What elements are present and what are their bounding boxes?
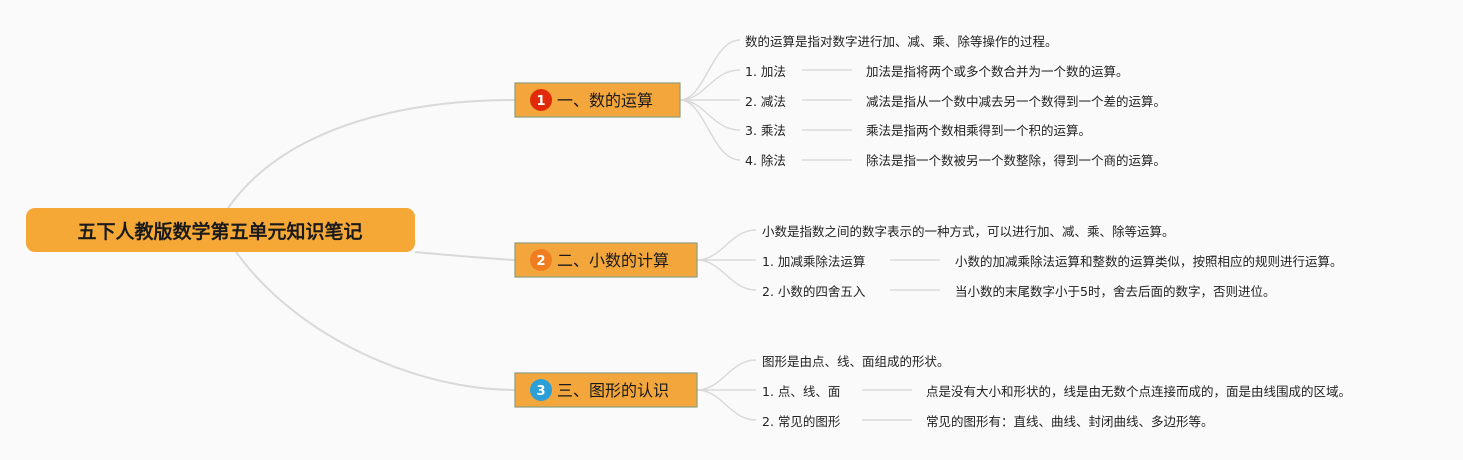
branch-summary-2: 小数是指数之间的数字表示的一种方式，可以进行加、减、乘、除等运算。 <box>762 224 1175 239</box>
item-term-1-2: 2. 减法 <box>745 94 786 109</box>
connector-line <box>696 389 757 421</box>
connector-line <box>696 229 757 261</box>
badge-number-1: 1 <box>536 94 545 109</box>
item-term-1-3: 3. 乘法 <box>745 123 786 138</box>
branch-node-1[interactable]: 1 一、数的运算 <box>514 82 681 118</box>
item-detail-3-2: 常见的图形有：直线、曲线、封闭曲线、多边形等。 <box>926 414 1214 429</box>
branch-node-2[interactable]: 2 二、小数的计算 <box>514 242 698 278</box>
branch-summary-3: 图形是由点、线、面组成的形状。 <box>762 354 950 369</box>
branch-label-1: 一、数的运算 <box>557 91 653 110</box>
item-term-3-1: 1. 点、线、面 <box>762 384 840 399</box>
connector-line <box>679 39 741 101</box>
number-badge-3 <box>530 379 552 401</box>
item-term-2-2: 2. 小数的四舍五入 <box>762 284 866 299</box>
branch-label-3: 三、图形的认识 <box>557 381 669 400</box>
branch-label-2: 二、小数的计算 <box>557 251 669 270</box>
item-detail-1-3: 乘法是指两个数相乘得到一个积的运算。 <box>866 123 1091 138</box>
item-term-3-2: 2. 常见的图形 <box>762 414 841 429</box>
connector-line <box>227 99 516 209</box>
item-term-1-1: 1. 加法 <box>745 64 786 79</box>
item-term-2-1: 1. 加减乘除法运算 <box>762 254 865 269</box>
branch-summary-1: 数的运算是指对数字进行加、减、乘、除等操作的过程。 <box>745 34 1058 49</box>
branch-node-3[interactable]: 3 三、图形的认识 <box>514 372 698 408</box>
number-badge-1 <box>530 89 552 111</box>
item-detail-1-1: 加法是指将两个或多个数合并为一个数的运算。 <box>866 64 1129 79</box>
connector-line <box>235 251 516 391</box>
connector-lines <box>227 39 940 421</box>
item-detail-1-2: 减法是指从一个数中减去另一个数得到一个差的运算。 <box>866 94 1166 109</box>
connector-line <box>696 359 757 391</box>
item-detail-2-1: 小数的加减乘除法运算和整数的运算类似，按照相应的规则进行运算。 <box>955 254 1343 269</box>
connector-line <box>679 99 741 131</box>
item-term-1-4: 4. 除法 <box>745 153 786 168</box>
item-detail-2-2: 当小数的末尾数字小于5时，舍去后面的数字，否则进位。 <box>955 284 1275 299</box>
badge-number-3: 3 <box>536 384 545 399</box>
item-detail-3-1: 点是没有大小和形状的，线是由无数个点连接而成的，面是由线围成的区域。 <box>926 384 1351 399</box>
root-node[interactable]: 五下人教版数学第五单元知识笔记 <box>26 208 415 252</box>
connector-line <box>414 251 516 261</box>
connector-line <box>696 259 757 291</box>
badge-number-2: 2 <box>536 254 545 269</box>
root-title: 五下人教版数学第五单元知识笔记 <box>77 220 362 243</box>
item-detail-1-4: 除法是指一个数被另一个数整除，得到一个商的运算。 <box>866 153 1166 168</box>
number-badge-2 <box>530 249 552 271</box>
connector-line <box>679 69 741 101</box>
connector-line <box>679 99 741 161</box>
